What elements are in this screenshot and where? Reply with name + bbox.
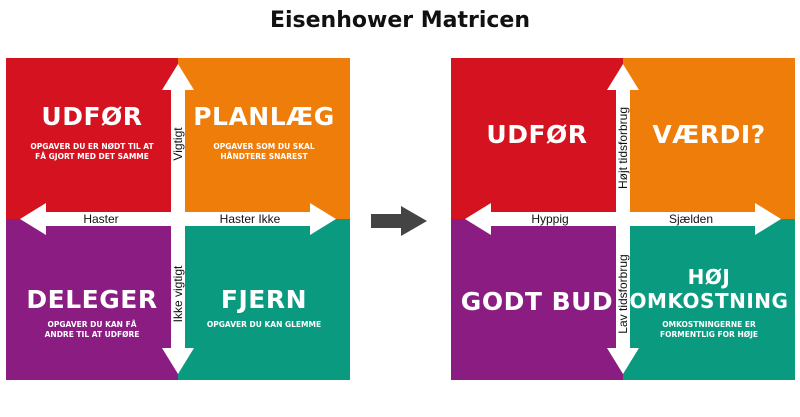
quadrant-high-cost: HØJ OMKOSTNING OMKOSTNINGERNE ER FORMENT… [623, 219, 795, 380]
arrow-left-head [20, 203, 46, 235]
quadrant-description: OPGAVER SOM DU SKAL HÅNDTERE SNAREST [178, 142, 350, 162]
axis-label-right: Haster Ikke [220, 212, 281, 226]
quadrant-heading: FJERN [220, 285, 308, 314]
arrow-down-head [607, 348, 639, 374]
quadrant-heading: PLANLÆG [193, 102, 335, 131]
axis-label-right: Sjælden [669, 212, 713, 226]
description-line: OPGAVER DU KAN FÅ [47, 320, 137, 329]
description-line: FORMENTLIG FOR HØJE [659, 330, 759, 339]
page-title: Eisenhower Matricen [269, 8, 531, 33]
quadrant-heading: UDFØR [486, 120, 588, 149]
quadrant-good-deal: GODT BUD [451, 219, 623, 380]
axis-arrows: Haster Haster Ikke Vigtigt Ikke vigtigt [20, 64, 336, 374]
transition-arrow-icon [371, 206, 427, 236]
quadrant-do: UDFØR [451, 58, 623, 219]
quadrant-delete: FJERN OPGAVER DU KAN GLEMME [178, 219, 350, 380]
arrow-right-head [310, 203, 336, 235]
axis-label-bottom: Lav tidsforbrug [616, 254, 630, 333]
description-line: FÅ GJORT MED DET SAMME [35, 152, 149, 161]
cost-value-matrix: UDFØR VÆRDI? GODT BUD HØJ OMKOSTNING OMK… [451, 58, 795, 380]
description-line: OMKOSTNINGERNE ER [662, 320, 756, 329]
quadrant-heading: OMKOSTNING [629, 289, 789, 313]
arrow-down-head [162, 348, 194, 374]
quadrant-plan: PLANLÆG OPGAVER SOM DU SKAL HÅNDTERE SNA… [178, 58, 350, 219]
quadrant-do: UDFØR OPGAVER DU ER NØDT TIL AT FÅ GJORT… [6, 58, 178, 219]
quadrant-description: OPGAVER DU KAN GLEMME [178, 320, 350, 330]
axis-arrows: Hyppig Sjælden Højt tidsforbrug Lav tids… [465, 64, 781, 374]
eisenhower-matrix: UDFØR OPGAVER DU ER NØDT TIL AT FÅ GJORT… [6, 58, 350, 380]
arrow-up-head [607, 64, 639, 90]
quadrant-delegate: DELEGER OPGAVER DU KAN FÅ ANDRE TIL AT U… [6, 219, 178, 380]
description-line: HÅNDTERE SNAREST [220, 152, 308, 161]
axis-label-top: Højt tidsforbrug [616, 107, 630, 189]
arrow-left-head [465, 203, 491, 235]
description-line: OPGAVER SOM DU SKAL [213, 142, 315, 151]
arrow-shape [371, 206, 427, 236]
quadrant-description: OPGAVER DU ER NØDT TIL AT FÅ GJORT MED D… [6, 142, 178, 162]
axis-label-left: Haster [83, 212, 118, 226]
vertical-axis-bar [616, 82, 630, 356]
axis-label-top: Vigtigt [171, 127, 185, 161]
arrow-up-head [162, 64, 194, 90]
quadrant-description: OMKOSTNINGERNE ER FORMENTLIG FOR HØJE [623, 320, 795, 340]
quadrant-heading: HØJ [687, 265, 731, 289]
axis-label-left: Hyppig [531, 212, 568, 226]
description-line: OPGAVER DU KAN GLEMME [206, 320, 322, 329]
quadrant-value: VÆRDI? [623, 58, 795, 219]
description-line: OPGAVER DU ER NØDT TIL AT [30, 142, 154, 151]
description-line: ANDRE TIL AT UDFØRE [44, 330, 140, 339]
quadrant-description: OPGAVER DU KAN FÅ ANDRE TIL AT UDFØRE [6, 320, 178, 340]
arrow-right-head [755, 203, 781, 235]
quadrant-heading: VÆRDI? [652, 120, 766, 149]
quadrant-heading: UDFØR [41, 102, 143, 131]
quadrant-heading: GODT BUD [460, 287, 614, 316]
quadrant-heading: DELEGER [26, 285, 158, 314]
axis-label-bottom: Ikke vigtigt [171, 265, 185, 322]
vertical-axis-bar [171, 82, 185, 356]
